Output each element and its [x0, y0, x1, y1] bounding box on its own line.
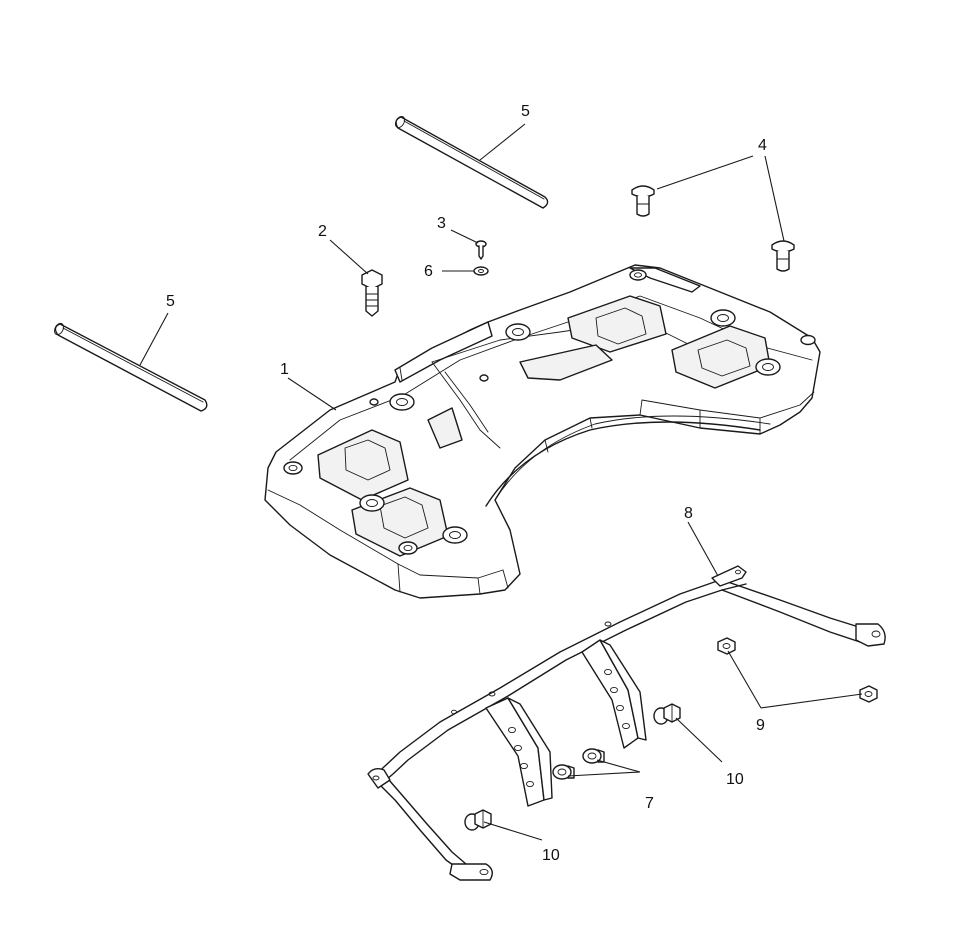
bolt-2 — [361, 269, 383, 317]
mounting-frame — [367, 565, 886, 881]
leader-lines — [139, 123, 863, 841]
callout-1: 1 — [280, 361, 289, 378]
callout-8: 8 — [684, 505, 693, 522]
nut-9-b — [859, 685, 878, 703]
callout-4: 4 — [758, 137, 767, 154]
callout-10-upper: 10 — [726, 771, 744, 788]
callout-5-upper: 5 — [521, 103, 530, 120]
bolt-4-a — [631, 185, 655, 217]
bolt-4-b — [771, 240, 795, 272]
callout-5-left: 5 — [166, 293, 175, 310]
callout-7: 7 — [645, 795, 654, 812]
washer-6 — [473, 266, 489, 276]
bushing-7-b — [582, 748, 605, 764]
callout-3: 3 — [437, 215, 446, 232]
callout-9: 9 — [756, 717, 765, 734]
bushing-7-a — [552, 764, 575, 780]
rod-left — [54, 322, 208, 412]
callouts: 1 2 3 4 5 5 6 7 8 9 10 10 — [166, 103, 767, 864]
screw-3 — [475, 240, 487, 260]
callout-6: 6 — [424, 263, 433, 280]
flange-bolt-10-a — [653, 703, 681, 725]
flange-bolt-10-b — [464, 809, 492, 831]
rod-upper — [394, 115, 549, 209]
rack-body — [264, 264, 821, 599]
callout-10-lower: 10 — [542, 847, 560, 864]
callout-2: 2 — [318, 223, 327, 240]
nut-9-a — [717, 637, 736, 655]
